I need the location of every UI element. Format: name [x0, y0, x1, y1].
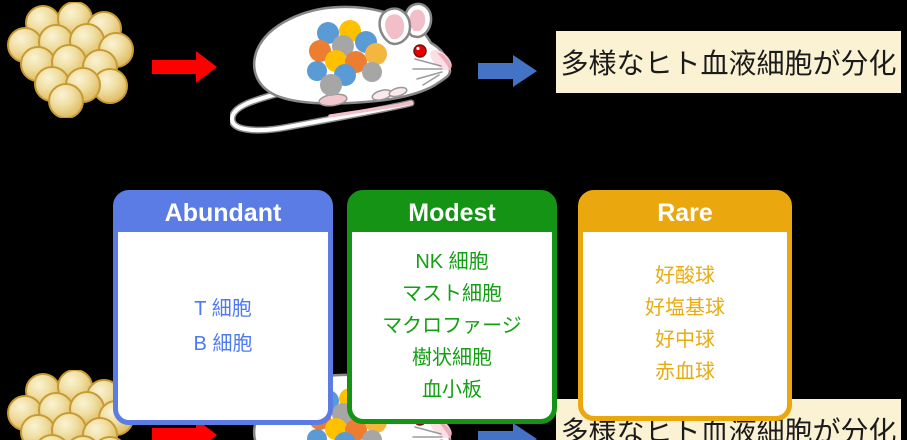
red-arrow-icon: [152, 50, 218, 84]
cell-type-item: T 細胞: [194, 297, 252, 320]
stem-cell-cluster-icon: [5, 2, 135, 118]
card-rare: Rare 好酸球 好塩基球 好中球 赤血球: [578, 190, 792, 421]
card-modest-title: Modest: [352, 195, 552, 232]
cell-type-item: 赤血球: [655, 361, 715, 383]
cell-type-item: 好中球: [655, 329, 715, 351]
cell-type-item: 好酸球: [655, 265, 715, 287]
card-abundant: Abundant T 細胞 B 細胞: [113, 190, 333, 425]
cell-type-item: マスト細胞: [402, 282, 502, 305]
cards-row: Abundant T 細胞 B 細胞 Modest NK 細胞 マスト細胞 マク…: [0, 190, 907, 430]
cell-type-item: B 細胞: [193, 332, 253, 355]
cell-type-item: 好塩基球: [645, 297, 725, 319]
card-abundant-body: T 細胞 B 細胞: [118, 232, 328, 420]
card-abundant-title: Abundant: [118, 195, 328, 232]
result-text: 多様なヒト血液細胞が分化: [560, 48, 897, 79]
cell-type-item: NK 細胞: [415, 250, 489, 273]
card-rare-title: Rare: [583, 195, 787, 232]
blue-arrow-icon: [478, 55, 538, 88]
cell-type-item: マクロファージ: [382, 314, 522, 337]
result-box: 多様なヒト血液細胞が分化: [556, 31, 901, 93]
cell-type-item: 血小板: [422, 378, 482, 401]
flow-row-top: 多様なヒト血液細胞が分化: [0, 0, 907, 140]
card-rare-body: 好酸球 好塩基球 好中球 赤血球: [583, 232, 787, 416]
card-modest: Modest NK 細胞 マスト細胞 マクロファージ 樹状細胞 血小板: [347, 190, 557, 424]
card-modest-body: NK 細胞 マスト細胞 マクロファージ 樹状細胞 血小板: [352, 232, 552, 419]
cell-type-item: 樹状細胞: [412, 346, 492, 369]
